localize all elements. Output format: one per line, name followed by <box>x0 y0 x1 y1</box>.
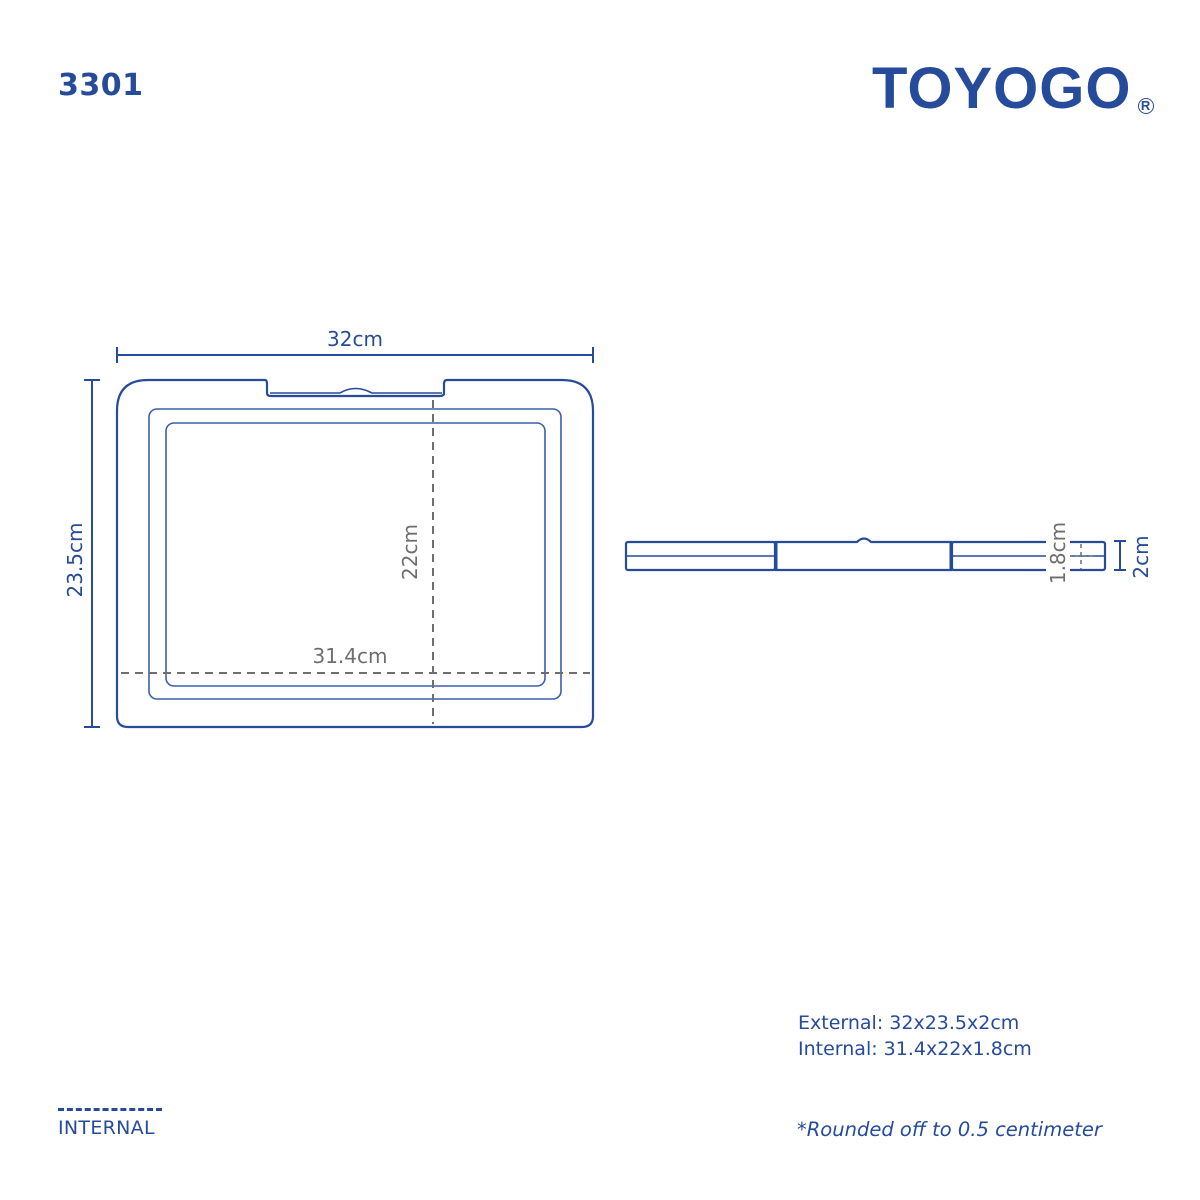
external-width-dimension <box>116 347 594 363</box>
external-length-dimension <box>84 379 100 728</box>
legend: INTERNAL <box>58 1108 162 1139</box>
tray-notch <box>270 387 442 394</box>
dimension-specs: External: 32x23.5x2cm Internal: 31.4x22x… <box>798 1010 1032 1062</box>
internal-height-label: 1.8cm <box>1046 522 1070 584</box>
internal-dimensions: Internal: 31.4x22x1.8cm <box>798 1038 1032 1060</box>
external-length-label: 23.5cm <box>63 522 87 597</box>
label-backdrop <box>1046 512 1070 592</box>
brand-logo: TOYOGO R <box>872 48 1154 118</box>
model-code: 3301 <box>58 68 144 103</box>
registered-mark-icon: R <box>1137 98 1154 114</box>
side-view <box>624 537 1126 572</box>
legend-internal-label: INTERNAL <box>58 1117 155 1139</box>
rounding-footnote: *Rounded off to 0.5 centimeter <box>797 1118 1102 1141</box>
external-width-label: 32cm <box>327 327 383 351</box>
dashed-line-swatch <box>58 1108 162 1111</box>
tray-middle-rim <box>148 408 562 700</box>
top-view: 32cm 23.5cm 31.4cm 22cm <box>63 327 595 729</box>
tray-outer-outline <box>115 378 595 729</box>
internal-length-label: 22cm <box>398 524 422 580</box>
external-height-label: 2cm <box>1129 535 1153 578</box>
brand-name: TOYOGO <box>872 56 1132 121</box>
external-dimensions: External: 32x23.5x2cm <box>798 1012 1020 1034</box>
internal-width-label: 31.4cm <box>312 644 387 668</box>
tray-inner-cavity <box>165 422 546 687</box>
